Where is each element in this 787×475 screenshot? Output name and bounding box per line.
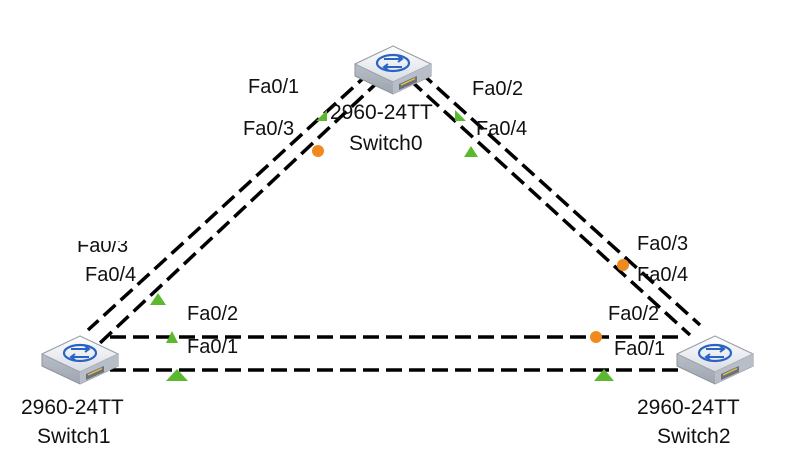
sw2-fa03-orange-indicator: [617, 259, 629, 271]
sw0-fa03-orange-indicator: [312, 145, 324, 157]
links: [86, 70, 702, 372]
switch2-icon[interactable]: [675, 334, 755, 386]
sw0-port-fa02-label: Fa0/2: [472, 78, 524, 100]
switch1-icon[interactable]: [40, 334, 120, 386]
sw0-port-fa04-label: Fa0/4: [476, 118, 528, 140]
sw1-port-fa04-label: Fa0/4: [85, 264, 137, 286]
sw2-port-fa01-label: Fa0/1: [614, 338, 666, 360]
sw0-port-fa03-label: Fa0/3: [243, 118, 295, 140]
link-sw0-fa03-sw1-fa04: [98, 78, 382, 345]
sw2-port-fa04-label: Fa0/4: [637, 264, 689, 286]
sw0-fa02-green-indicator: [455, 110, 466, 121]
sw1-fa01-green-indicator: [166, 369, 188, 381]
sw2-port-fa02-label: Fa0/2: [608, 303, 660, 325]
sw0-fa01-green-indicator: [316, 110, 327, 121]
switch1-model-label: 2960-24TT: [21, 396, 124, 419]
link-sw0-fa01-sw1-fa03: [86, 70, 372, 332]
link-sw0-fa02-sw2-fa03: [418, 70, 702, 327]
switch2-name-label: Switch2: [657, 425, 731, 448]
sw1-fa02-green-indicator: [166, 331, 178, 343]
switch0-model-label: 2960-24TT: [330, 101, 433, 124]
sw1-fa04-green-indicator: [150, 293, 166, 305]
link-sw0-fa04-sw2-fa04: [408, 78, 692, 337]
sw1-port-fa01-label: Fa0/1: [187, 336, 239, 358]
sw1-port-fa02-label: Fa0/2: [187, 303, 239, 325]
switch0-name-label: Switch0: [349, 132, 423, 155]
switch2-model-label: 2960-24TT: [637, 396, 740, 419]
sw2-port-fa03-label: Fa0/3: [637, 233, 689, 255]
sw0-fa04-green-indicator: [464, 146, 478, 157]
port-indicators: [150, 110, 629, 381]
sw2-fa02-orange-indicator: [590, 331, 602, 343]
sw2-fa01-green-indicator: [594, 369, 614, 381]
switch1-name-label: Switch1: [37, 425, 111, 448]
sw0-port-fa01-label: Fa0/1: [248, 76, 300, 98]
sw1-port-fa03-label: Fa0/3: [77, 235, 129, 257]
